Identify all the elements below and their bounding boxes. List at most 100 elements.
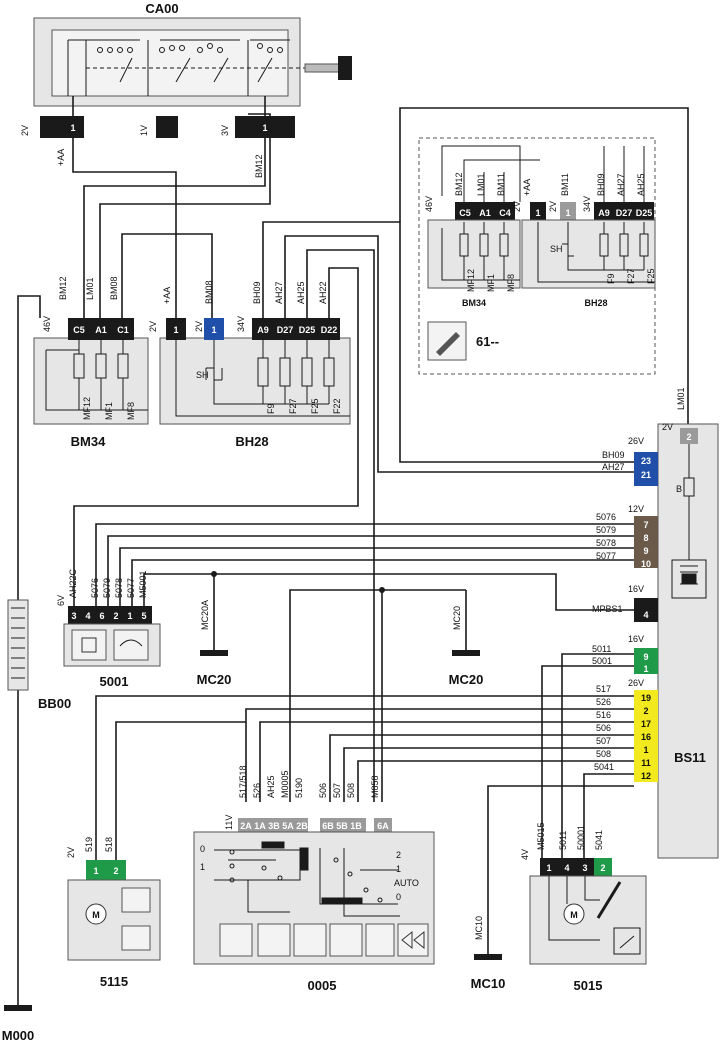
svg-text:16V: 16V: [628, 634, 644, 644]
svg-text:508: 508: [346, 783, 356, 798]
svg-text:5041: 5041: [594, 762, 614, 772]
svg-text:5079: 5079: [102, 578, 112, 598]
svg-text:5190: 5190: [294, 778, 304, 798]
svg-text:11V: 11V: [224, 815, 234, 830]
svg-text:507: 507: [596, 736, 611, 746]
svg-text:21: 21: [641, 470, 651, 480]
svg-text:BM11: BM11: [560, 173, 570, 196]
svg-text:MC20: MC20: [452, 606, 462, 630]
svg-text:5011: 5011: [592, 644, 611, 654]
svg-text:526: 526: [596, 697, 611, 707]
svg-text:1: 1: [200, 862, 205, 872]
svg-text:0005: 0005: [308, 978, 337, 993]
svg-text:46V: 46V: [424, 196, 434, 212]
svg-text:2V: 2V: [66, 847, 76, 858]
svg-text:0: 0: [200, 844, 205, 854]
svg-text:C1: C1: [117, 325, 129, 335]
bh28-wires: [73, 221, 634, 802]
svg-text:2V: 2V: [194, 321, 204, 332]
svg-text:A9: A9: [257, 325, 269, 335]
svg-text:0: 0: [396, 892, 401, 902]
bs11: BS11 LM01 2V 2 B 26V 23 21 BH09 AH27 12V…: [592, 387, 719, 859]
svg-text:5001: 5001: [592, 656, 612, 666]
svg-text:1: 1: [70, 123, 75, 133]
svg-text:34V: 34V: [582, 196, 592, 212]
svg-text:5B: 5B: [336, 821, 348, 831]
svg-text:6: 6: [99, 611, 104, 621]
svg-text:1: 1: [211, 325, 216, 335]
svg-text:+AA: +AA: [56, 149, 66, 166]
svg-text:MF12: MF12: [82, 397, 92, 420]
svg-text:M000: M000: [2, 1028, 35, 1043]
svg-text:+AA: +AA: [522, 179, 532, 196]
svg-text:5115: 5115: [100, 974, 128, 989]
svg-text:BM12: BM12: [454, 172, 464, 196]
svg-text:M0005: M0005: [280, 770, 290, 798]
svg-text:23: 23: [641, 456, 651, 466]
bb00-battery: BB00 M000: [2, 295, 71, 1043]
svg-text:LM01: LM01: [85, 277, 95, 300]
svg-text:F9: F9: [606, 273, 616, 284]
svg-text:6V: 6V: [56, 595, 66, 606]
svg-text:2A: 2A: [240, 821, 252, 831]
svg-text:5015: 5015: [574, 978, 603, 993]
svg-text:1: 1: [643, 745, 648, 755]
svg-text:9: 9: [643, 652, 648, 662]
bm34: BM12 LM01 BM08 46V C5 A1 C1 MF12 MF1 MF8…: [33, 113, 271, 449]
svg-text:BM12: BM12: [254, 154, 264, 178]
svg-text:A1: A1: [479, 208, 491, 218]
svg-text:BM34: BM34: [462, 298, 486, 308]
svg-text:5079: 5079: [596, 525, 616, 535]
svg-text:1: 1: [643, 664, 648, 674]
svg-text:BH09: BH09: [596, 173, 606, 196]
svg-text:MC20: MC20: [449, 672, 484, 687]
svg-text:5077: 5077: [596, 551, 616, 561]
svg-text:8: 8: [643, 533, 648, 543]
svg-text:BS11: BS11: [674, 750, 706, 765]
svg-text:D27: D27: [616, 208, 633, 218]
lm01-wire: [399, 107, 689, 428]
svg-text:5: 5: [141, 611, 146, 621]
ca00-connector-3v: 1 3V BM12: [220, 116, 295, 178]
svg-text:2V: 2V: [20, 125, 30, 136]
svg-text:D22: D22: [321, 325, 338, 335]
svg-text:A9: A9: [598, 208, 610, 218]
svg-text:BM11: BM11: [496, 173, 506, 196]
svg-text:BM08: BM08: [204, 280, 214, 304]
svg-text:19: 19: [641, 693, 651, 703]
svg-text:5001: 5001: [100, 674, 129, 689]
svg-text:2: 2: [686, 432, 691, 442]
svg-text:+AA: +AA: [162, 287, 172, 304]
svg-text:5A: 5A: [282, 821, 294, 831]
svg-text:1: 1: [262, 123, 267, 133]
svg-text:D25: D25: [299, 325, 316, 335]
svg-text:MF1: MF1: [104, 402, 114, 420]
svg-text:MC10: MC10: [471, 976, 506, 991]
svg-text:AH22C: AH22C: [68, 568, 78, 598]
svg-text:AH25: AH25: [636, 173, 646, 196]
svg-text:26V: 26V: [628, 678, 644, 688]
svg-text:1: 1: [127, 611, 132, 621]
svg-text:46V: 46V: [42, 316, 52, 332]
ca00-connector-2v: 1 2V +AA: [20, 116, 84, 166]
ca00-switch: CA00: [33, 1, 352, 107]
svg-text:F27: F27: [626, 268, 636, 284]
svg-text:7: 7: [643, 520, 648, 530]
svg-text:MC10: MC10: [474, 916, 484, 940]
svg-text:506: 506: [318, 783, 328, 798]
svg-text:BH28: BH28: [235, 434, 268, 449]
svg-text:5078: 5078: [114, 578, 124, 598]
svg-text:4: 4: [643, 610, 648, 620]
svg-text:5011: 5011: [558, 831, 568, 850]
svg-text:2B: 2B: [296, 821, 308, 831]
svg-text:MC20: MC20: [197, 672, 232, 687]
svg-text:AH25: AH25: [266, 775, 276, 798]
c0005: 11V 517/518 526 AH25 M0005 5190 506 507 …: [193, 765, 435, 993]
svg-text:2V: 2V: [148, 321, 158, 332]
svg-text:10: 10: [641, 559, 651, 569]
svg-text:M5001: M5001: [138, 570, 148, 598]
svg-text:M: M: [92, 910, 100, 920]
svg-text:1: 1: [173, 325, 178, 335]
svg-text:1: 1: [546, 863, 551, 873]
svg-text:506: 506: [596, 723, 611, 733]
